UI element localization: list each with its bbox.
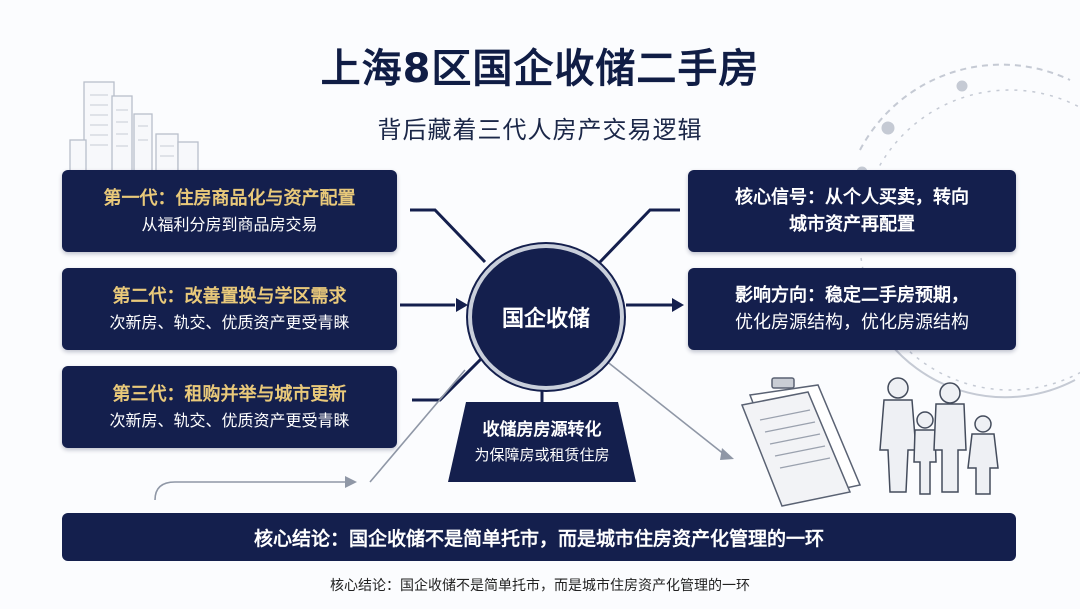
conversion-box: 收储房房源转化 为保障房或租赁住房 <box>448 402 636 482</box>
generation-1-box: 第一代：住房商品化与资产配置 从福利分房到商品房交易 <box>62 170 397 252</box>
conversion-title: 收储房房源转化 <box>482 420 602 440</box>
impact-box: 影响方向：稳定二手房预期， 优化房源结构，优化房源结构 <box>688 268 1016 350</box>
center-node: 国企收储 <box>468 244 624 390</box>
city-skyline-icon <box>69 81 199 173</box>
core-signal-box: 核心信号：从个人买卖，转向 城市资产再配置 <box>688 170 1016 252</box>
core-signal-line2: 城市资产再配置 <box>789 214 915 235</box>
page-subtitle: 背后藏着三代人房产交易逻辑 <box>377 116 703 144</box>
conversion-box-shape <box>448 402 636 482</box>
impact-line1: 影响方向：稳定二手房预期， <box>735 285 969 306</box>
impact-line2: 优化房源结构，优化房源结构 <box>735 312 969 333</box>
generation-1-desc: 从福利分房到商品房交易 <box>141 215 318 234</box>
page-title: 上海8区国企收储二手房 <box>320 46 760 92</box>
document-icon <box>740 377 862 507</box>
core-signal-line1: 核心信号：从个人买卖，转向 <box>735 187 969 208</box>
family-icon <box>879 377 999 495</box>
conversion-desc: 为保障房或租赁住房 <box>474 446 610 464</box>
generation-1-title: 第一代：住房商品化与资产配置 <box>103 188 356 209</box>
generation-3-desc: 次新房、轨交、优质资产更受青睐 <box>109 411 350 430</box>
generation-2-desc: 次新房、轨交、优质资产更受青睐 <box>109 313 350 332</box>
generation-3-title: 第三代：租购并举与城市更新 <box>112 384 347 405</box>
generation-2-title: 第二代：改善置换与学区需求 <box>112 286 347 307</box>
generation-2-box: 第二代：改善置换与学区需求 次新房、轨交、优质资产更受青睐 <box>62 268 397 350</box>
caption-text: 核心结论：国企收储不是简单托市，而是城市住房资产化管理的一环 <box>330 578 750 594</box>
generation-3-box: 第三代：租购并举与城市更新 次新房、轨交、优质资产更受青睐 <box>62 366 397 448</box>
conclusion-bar: 核心结论：国企收储不是简单托市，而是城市住房资产化管理的一环 <box>62 513 1016 561</box>
